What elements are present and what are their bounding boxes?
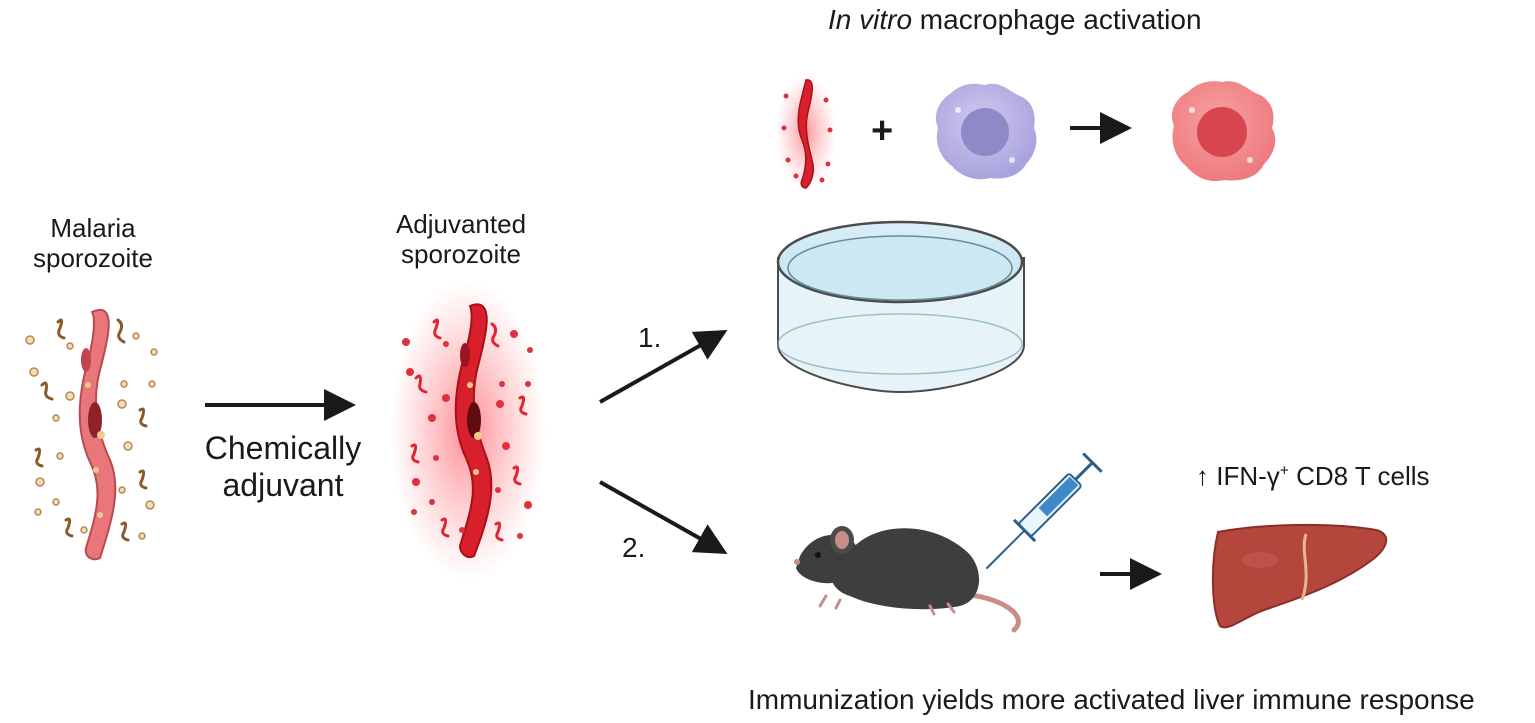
plus-sign: + bbox=[871, 110, 894, 152]
sporozoite-icon bbox=[25, 308, 158, 561]
glowing-sporozoite-icon bbox=[390, 280, 546, 580]
malaria-line1: Malaria bbox=[50, 213, 136, 243]
small-sporozoite-icon bbox=[776, 74, 836, 190]
ifn-arrow-text: ↑ IFN-γ bbox=[1196, 461, 1280, 491]
ifn-label: ↑ IFN-γ+ CD8 T cells bbox=[1196, 461, 1430, 492]
malaria-label: Malaria sporozoite bbox=[18, 213, 168, 274]
immunization-caption: Immunization yields more activated liver… bbox=[748, 684, 1475, 715]
malaria-line2: sporozoite bbox=[33, 242, 153, 273]
adjuvanted-label: Adjuvanted sporozoite bbox=[376, 209, 546, 270]
chemically-adjuvant-label: Chemically adjuvant bbox=[192, 430, 374, 504]
route-1-label: 1. bbox=[638, 322, 662, 353]
route-2-arrow bbox=[599, 480, 728, 554]
syringe-icon bbox=[985, 452, 1103, 570]
in-vitro-italic: In vitro bbox=[828, 4, 913, 35]
petri-dish-icon bbox=[776, 220, 1025, 394]
activated-macrophage-icon bbox=[1171, 81, 1276, 182]
route-2-label: 2. bbox=[622, 532, 646, 563]
mouse-icon bbox=[794, 526, 1021, 633]
route-1-arrow bbox=[599, 330, 728, 404]
adjuvanted-line2: sporozoite bbox=[401, 238, 521, 269]
ifn-rest: CD8 T cells bbox=[1288, 461, 1430, 491]
in-vitro-rest: macrophage activation bbox=[912, 4, 1202, 35]
in-vitro-title: In vitro macrophage activation bbox=[828, 4, 1202, 36]
adjuvanted-line1: Adjuvanted bbox=[395, 209, 527, 239]
macrophage-icon bbox=[935, 83, 1037, 180]
chemically-line1: Chemically bbox=[204, 430, 362, 466]
liver-icon bbox=[1211, 523, 1387, 629]
chemically-line2: adjuvant bbox=[222, 466, 344, 503]
ifn-sup: + bbox=[1279, 462, 1289, 480]
